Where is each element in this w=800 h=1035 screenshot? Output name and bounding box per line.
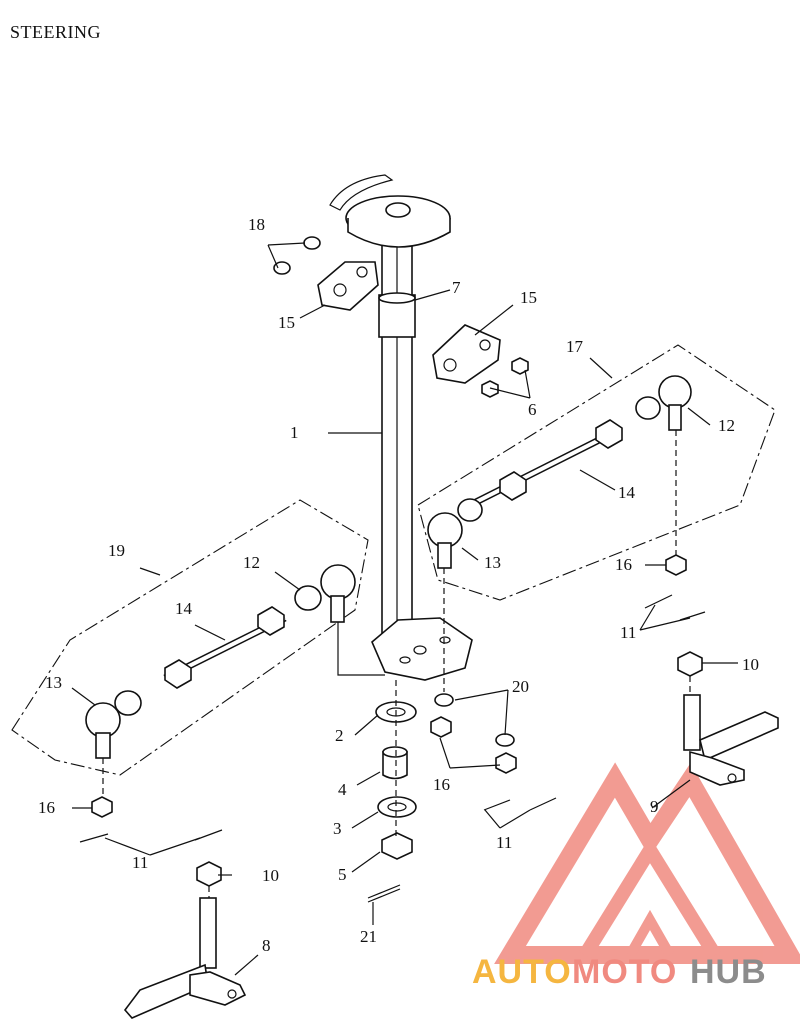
callout-19: 19: [108, 541, 125, 560]
callout-13-left: 13: [45, 673, 62, 692]
watermark-moto: MOTO: [572, 953, 677, 991]
callout-15-right: 15: [520, 288, 537, 307]
callout-12-right: 12: [718, 416, 735, 435]
tie-rod-left: [85, 564, 356, 759]
callout-20: 20: [512, 677, 529, 696]
castle-nuts: [196, 651, 703, 887]
steering-knuckle-left: [123, 897, 247, 1019]
cotter-pin: [367, 884, 401, 899]
handlebar-clamp-left: [317, 261, 379, 311]
leader-lines: [71, 242, 738, 976]
callout-14-right: 14: [618, 483, 636, 502]
watermark-hub: HUB: [690, 953, 767, 991]
callout-4: 4: [338, 780, 347, 799]
callout-14-left: 14: [175, 599, 193, 618]
callout-16-left: 16: [38, 798, 55, 817]
callout-labels: 1 7 18 15 15 6 17 12 14 13 16 19 12 14 1…: [38, 215, 759, 955]
washers-and-nuts: [91, 554, 687, 818]
callout-11-left: 11: [132, 853, 148, 872]
page-title: STEERING: [10, 22, 101, 42]
assembly-outline-17: [417, 344, 776, 601]
callout-13-right: 13: [484, 553, 501, 572]
callout-8: 8: [262, 936, 271, 955]
callout-17: 17: [566, 337, 584, 356]
callout-6: 6: [528, 400, 537, 419]
clamp-nuts: [481, 357, 529, 398]
steering-column: [329, 174, 473, 681]
callout-11-center: 11: [496, 833, 512, 852]
watermark-logo: [494, 762, 800, 964]
callout-15-left: 15: [278, 313, 295, 332]
callout-3: 3: [333, 819, 342, 838]
clamp-bushings: [273, 236, 321, 275]
callout-5: 5: [338, 865, 347, 884]
callout-21: 21: [360, 927, 377, 946]
callout-2: 2: [335, 726, 344, 745]
callout-18: 18: [248, 215, 265, 234]
watermark-auto: AUTO: [472, 953, 572, 991]
callout-1: 1: [290, 423, 299, 442]
callout-7: 7: [452, 278, 461, 297]
callout-12-left: 12: [243, 553, 260, 572]
cotter-pins-11: [79, 594, 706, 843]
callout-16-center: 16: [433, 775, 450, 794]
callout-10-right: 10: [742, 655, 759, 674]
callout-10-left: 10: [262, 866, 279, 885]
callout-9: 9: [650, 797, 659, 816]
callout-11-right: 11: [620, 623, 636, 642]
tie-rod-right: [427, 375, 692, 569]
callout-16-right: 16: [615, 555, 632, 574]
assembly-outline-19: [11, 499, 369, 776]
handlebar-clamp-right: [432, 324, 501, 384]
steering-knuckle-right: [683, 694, 779, 786]
